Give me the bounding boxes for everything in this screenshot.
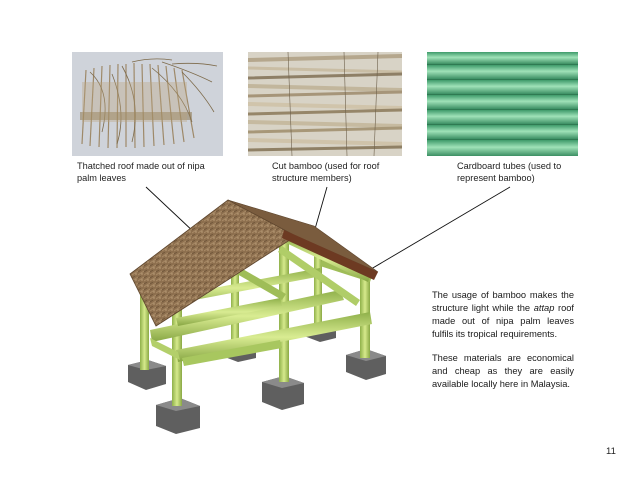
paragraph-economical: These materials are economical and cheap… (432, 353, 574, 389)
thatched-roof-model (129, 199, 379, 327)
pointer-line-thatched (145, 186, 197, 235)
cardboard-tubes-caption: Cardboard tubes (used to represent bambo… (457, 161, 562, 183)
cut-bamboo-caption: Cut bamboo (used for roof structure memb… (272, 161, 380, 183)
description-text: The usage of bamboo makes the structure … (432, 289, 574, 402)
thatched-roof-photo (72, 52, 223, 156)
thatched-roof-caption: Thatched roof made out of nipa palm leav… (77, 161, 205, 183)
cut-bamboo-photo (248, 52, 402, 156)
cardboard-tubes-photo (427, 52, 578, 156)
footings (128, 322, 386, 434)
page-number: 11 (606, 446, 616, 457)
paragraph-bamboo-usage: The usage of bamboo makes the structure … (432, 290, 574, 339)
pointer-line-cardboard (365, 186, 511, 273)
